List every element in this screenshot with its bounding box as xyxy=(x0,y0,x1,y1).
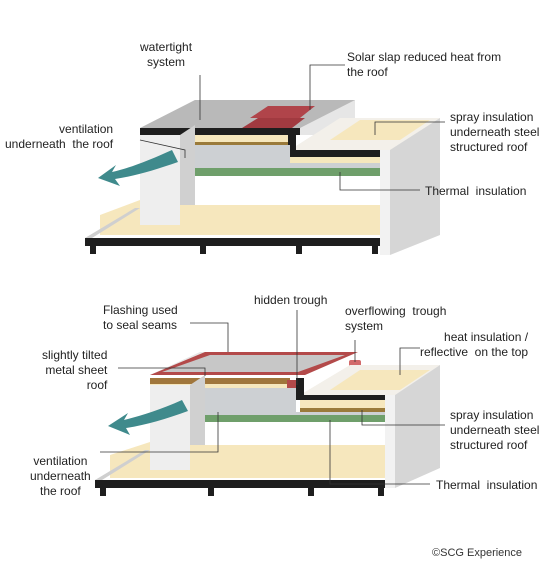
top-roof-diagram xyxy=(85,64,445,255)
copyright-text: ©SCG Experience xyxy=(432,547,523,559)
label-heat-insulation: heat insulation / reflective on the top xyxy=(420,330,529,359)
top-floor-slab xyxy=(85,238,380,246)
solar-slab xyxy=(250,106,315,118)
label-flashing: Flashing used to seal seams xyxy=(103,303,178,332)
bottom-roof-diagram xyxy=(95,310,445,496)
top-ventilation-arrow xyxy=(98,150,178,186)
label-bottom-ventilation: ventilation underneath the roof xyxy=(30,454,91,498)
label-solar-slab: Solar slap reduced heat from the roof xyxy=(347,50,502,79)
label-top-ventilation: ventilation underneath the roof xyxy=(5,122,114,151)
label-watertight-system: watertight system xyxy=(140,40,193,69)
hidden-trough xyxy=(287,380,299,388)
bottom-floor-slab xyxy=(95,480,385,488)
top-thermal-insulation-band xyxy=(140,168,380,176)
label-tilted-metal-roof: slightly tilted metal sheet roof xyxy=(42,348,108,392)
label-bottom-thermal-insulation: Thermal insulation xyxy=(436,478,538,492)
top-upper-slab-edge xyxy=(140,128,300,135)
label-top-thermal-insulation: Thermal insulation xyxy=(425,184,527,198)
label-bottom-spray-insulation: spray insulation underneath steel struct… xyxy=(450,408,540,452)
bottom-ventilation-arrow xyxy=(108,400,188,435)
bottom-thermal-insulation-band xyxy=(150,415,395,422)
label-hidden-trough: hidden trough xyxy=(254,293,328,307)
label-top-spray-insulation: spray insulation underneath steel struct… xyxy=(450,110,540,154)
label-overflowing-trough: overflowing trough system xyxy=(345,304,447,333)
